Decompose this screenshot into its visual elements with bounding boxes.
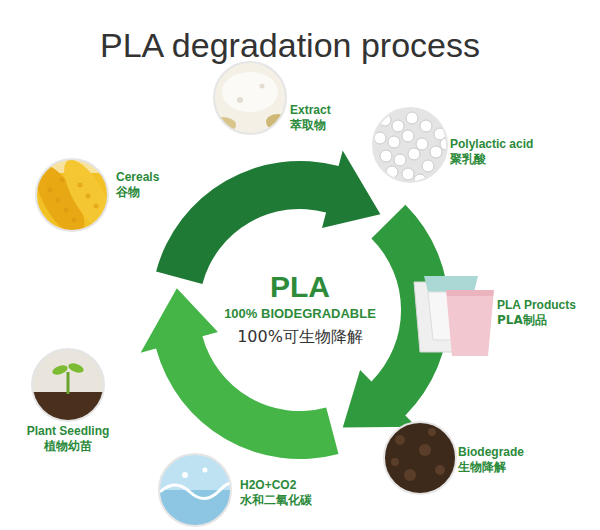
stage-subtitle: 聚乳酸 <box>450 152 533 167</box>
soil-photo <box>380 418 460 498</box>
corn-photo <box>26 153 121 243</box>
stage-subtitle: 100%可生物降解 <box>200 324 400 350</box>
stage-label: Extract萃取物 <box>290 103 331 133</box>
pellet-photo <box>370 105 452 186</box>
powder-photo <box>208 60 290 140</box>
center-badge: PLA100% BIODEGRADABLE100%可生物降解 <box>200 270 400 350</box>
stage-name: Cereals <box>116 170 159 185</box>
stage-name: Plant Seedling <box>18 424 118 439</box>
stage-label: Biodegrade生物降解 <box>458 445 524 475</box>
stage-name: Biodegrade <box>458 445 524 460</box>
stage-subtitle: 水和二氧化碳 <box>240 493 312 508</box>
stage-name: PLA <box>200 270 400 304</box>
stage-label: Polylactic acid聚乳酸 <box>450 137 533 167</box>
stage-subtitle: 100% BIODEGRADABLE <box>200 304 400 324</box>
stage-subtitle: 生物降解 <box>458 460 524 475</box>
stage-subtitle: 植物幼苗 <box>18 439 118 454</box>
stage-name: H2O+CO2 <box>240 478 312 493</box>
stage-name: Polylactic acid <box>450 137 533 152</box>
seedling-photo <box>28 345 108 432</box>
stage-label: PLA ProductsPLA制品 <box>497 298 576 328</box>
stage-label: Cereals谷物 <box>116 170 159 200</box>
cups-photo <box>414 276 494 356</box>
stage-label: Plant Seedling植物幼苗 <box>18 424 118 454</box>
stage-subtitle: 谷物 <box>116 185 159 200</box>
arrow-dark <box>156 151 380 284</box>
water-photo <box>155 450 240 530</box>
stage-subtitle: 萃取物 <box>290 118 331 133</box>
stage-name: PLA Products <box>497 298 576 313</box>
stage-subtitle: PLA制品 <box>497 313 576 328</box>
diagram-title: PLA degradation process <box>0 26 580 65</box>
stage-name: Extract <box>290 103 331 118</box>
stage-label: H2O+CO2水和二氧化碳 <box>240 478 312 508</box>
